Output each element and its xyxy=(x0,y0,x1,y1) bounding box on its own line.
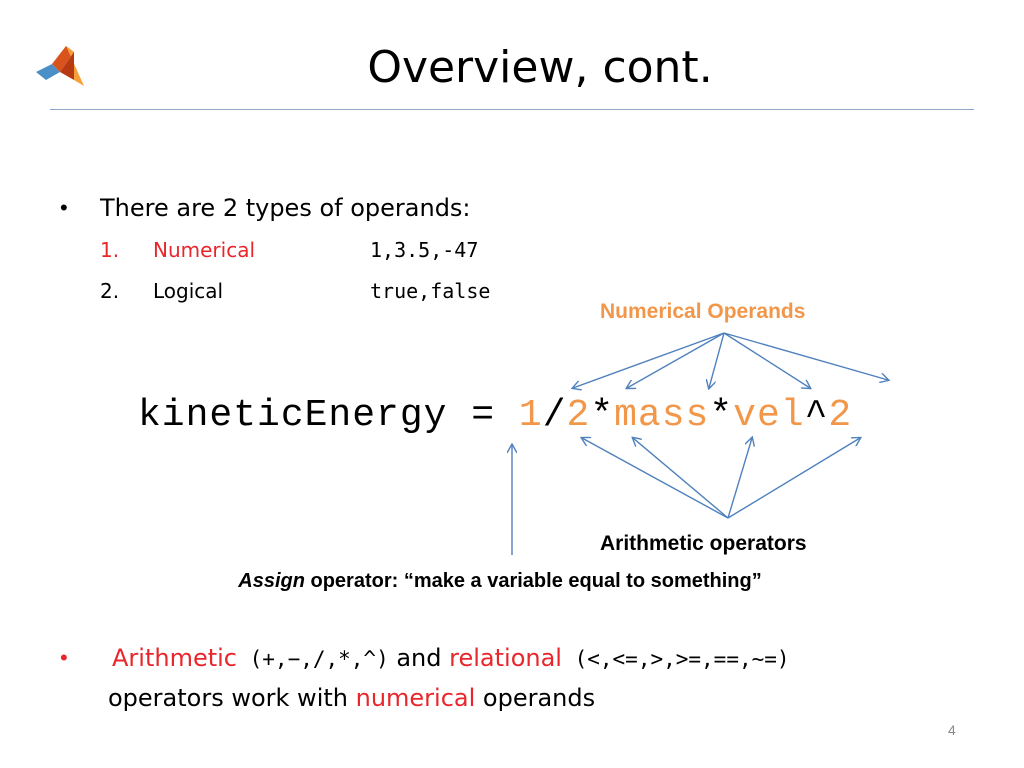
assign-word: Assign xyxy=(238,570,305,592)
list-item-label-logical: Logical xyxy=(153,279,224,303)
operator-multiply: * xyxy=(709,394,734,437)
arrow-to-operand-2 xyxy=(627,332,725,388)
arrow-to-operator-divide xyxy=(582,438,729,519)
arithmetic-operators-label: Arithmetic operators xyxy=(600,532,807,555)
arrow-to-operator-power xyxy=(727,438,860,519)
arithmetic-operator-list: (+,−,/,*,^) xyxy=(237,647,389,671)
and-word: and xyxy=(388,644,450,672)
assign-description: operator: “make a variable equal to some… xyxy=(304,570,762,592)
slide-number: 4 xyxy=(948,722,956,738)
operator-power: ^ xyxy=(804,394,829,437)
bullet-marker: • xyxy=(60,195,68,220)
list-item-number: 1. xyxy=(100,238,120,262)
bullet-2-line-1: Arithmetic (+,−,/,*,^) and relational (<… xyxy=(112,643,790,674)
line-2-part-b: operands xyxy=(475,684,596,712)
example-value: false xyxy=(430,279,491,303)
operand-mass: mass xyxy=(614,394,710,437)
example-separator: , xyxy=(382,238,395,262)
equation-assign-op: = xyxy=(447,394,519,437)
example-value: 1 xyxy=(370,238,383,262)
arrow-to-operator-multiply xyxy=(633,438,729,519)
operand-2: 2 xyxy=(566,394,591,437)
arrow-to-operand-mass xyxy=(709,332,725,388)
assign-operator-caption: Assign operator: “make a variable equal … xyxy=(0,570,1000,593)
list-item-label-numerical: Numerical xyxy=(153,238,256,262)
slide-title: Overview, cont. xyxy=(367,42,713,93)
matlab-logo-icon xyxy=(34,42,88,90)
list-item-examples-logical: true,false xyxy=(370,277,490,305)
operator-multiply: * xyxy=(590,394,615,437)
arithmetic-word: Arithmetic xyxy=(112,644,237,672)
operand-vel: vel xyxy=(733,394,805,437)
bullet-marker: • xyxy=(60,645,68,670)
arrow-to-operand-vel xyxy=(723,332,810,388)
line-2-part-a: operators work with xyxy=(108,684,356,712)
operand-exponent: 2 xyxy=(828,394,853,437)
relational-operator-list: (<,<=,>,>=,==,~=) xyxy=(561,647,790,671)
list-item-examples-numerical: 1,3.5,-47 xyxy=(370,236,478,264)
equation: kineticEnergy = 1/2*mass*vel^2 xyxy=(138,392,852,440)
example-value: -47 xyxy=(442,238,479,262)
example-value: 3.5 xyxy=(394,238,431,262)
example-separator: , xyxy=(430,238,443,262)
list-item-number: 2. xyxy=(100,279,120,303)
numerical-operands-label: Numerical Operands xyxy=(600,300,806,323)
relational-word: relational xyxy=(449,644,562,672)
arrow-to-operator-multiply xyxy=(727,438,752,519)
equation-lhs: kineticEnergy xyxy=(138,394,448,437)
example-value: true xyxy=(370,279,419,303)
arrow-to-operand-1 xyxy=(573,332,725,388)
arrow-to-operand-exponent xyxy=(723,332,888,380)
numerical-word: numerical xyxy=(355,684,476,712)
operand-1: 1 xyxy=(518,394,543,437)
example-separator: , xyxy=(418,279,431,303)
bullet-text: There are 2 types of operands: xyxy=(100,194,471,222)
bullet-2-line-2: operators work with numerical operands xyxy=(108,683,595,713)
operator-divide: / xyxy=(542,394,567,437)
title-divider xyxy=(50,109,974,110)
